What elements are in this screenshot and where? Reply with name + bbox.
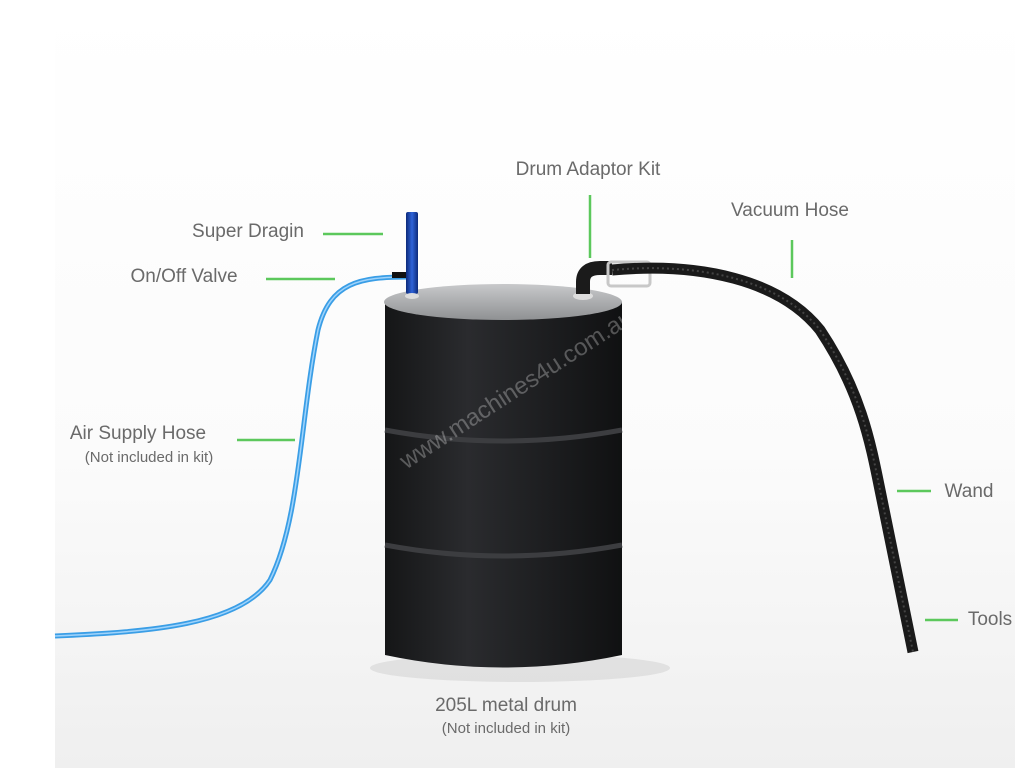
drum-rib [384, 542, 623, 559]
label-air-supply-note: (Not included in kit) [84, 449, 214, 466]
label-tools: Tools [967, 609, 1013, 630]
drum-adaptor-clamp [606, 260, 652, 288]
label-super-dragin: Super Dragin [192, 221, 304, 242]
on-off-valve [392, 272, 410, 278]
drum-rib [384, 427, 623, 444]
label-air-supply-hose: Air Supply Hose [69, 423, 207, 444]
leader-lines [237, 195, 958, 622]
air-hose-highlight [54, 276, 409, 637]
label-drum-adaptor-kit: Drum Adaptor Kit [515, 159, 661, 180]
drum-lid [384, 284, 622, 320]
label-on-off-valve: On/Off Valve [130, 266, 238, 287]
label-drum: 205L metal drum [435, 695, 577, 716]
super-dragin [406, 212, 418, 294]
label-drum-note: (Not included in kit) [441, 720, 571, 737]
metal-drum [385, 302, 622, 668]
label-vacuum-hose: Vacuum Hose [731, 200, 849, 221]
drum-adaptor-elbow [576, 261, 612, 294]
label-wand: Wand [944, 481, 994, 502]
